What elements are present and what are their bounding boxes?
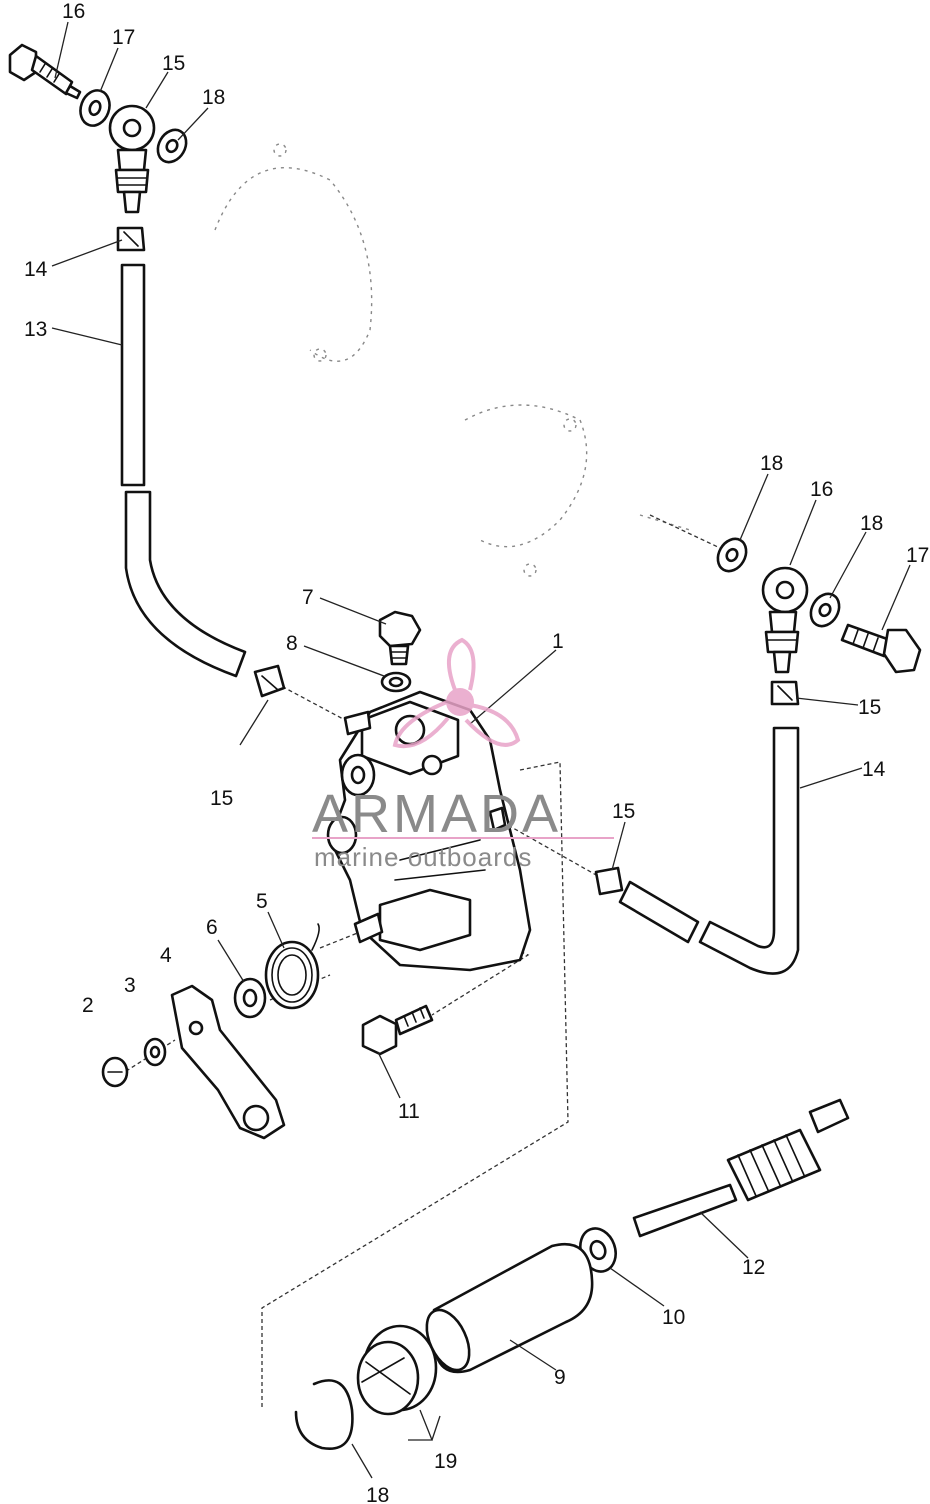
fuel-hose-14b-part xyxy=(618,726,800,975)
banjo-fitting-16b-part xyxy=(761,566,809,674)
callout-10: 9 xyxy=(554,1366,566,1389)
ring-2-part xyxy=(101,1056,129,1088)
washer-6-part xyxy=(233,977,267,1019)
cap-19-part xyxy=(356,1324,438,1416)
callout-15a: 14 xyxy=(24,258,48,281)
callout-11: 10 xyxy=(662,1306,685,1329)
callout-17b: 17 xyxy=(906,544,929,567)
snap-ring-9-part xyxy=(294,1379,354,1451)
banjo-bolt-17b-part xyxy=(840,623,922,674)
propeller-logo-icon xyxy=(392,637,521,749)
hose-clip-15b-part xyxy=(253,664,286,698)
callout-18a: 17 xyxy=(112,26,135,49)
callout-15c: 15 xyxy=(210,787,233,810)
callout-labels: 16 17 15 18 14 13 18 16 18 17 7 8 1 15 1… xyxy=(24,0,929,1504)
clip-3-part xyxy=(143,1037,167,1067)
callout-12: 12 xyxy=(742,1256,765,1279)
right-fuel-line-assembly xyxy=(594,537,922,975)
hose-clip-15d-part xyxy=(594,866,624,896)
callout-9: 18 xyxy=(366,1484,389,1504)
drive-shaft-12-part xyxy=(632,1098,850,1238)
callout-16b: 16 xyxy=(810,478,833,501)
washer-18d-part xyxy=(809,592,841,628)
armada-watermark: ARMADA marine outboards xyxy=(312,637,614,872)
callout-8: 8 xyxy=(286,632,298,655)
callout-19: 19 xyxy=(434,1450,457,1473)
leader-lines xyxy=(51,21,911,1479)
hose-clip-15a-part xyxy=(116,226,146,252)
ghost-engine-outline xyxy=(214,143,691,577)
washer-8-part xyxy=(380,671,412,693)
callout-18b: 18 xyxy=(202,86,225,109)
callout-15d: 15 xyxy=(612,800,635,823)
filter-cylinder-10-part xyxy=(425,1242,594,1374)
callout-14a: 13 xyxy=(24,318,47,341)
callout-2: 2 xyxy=(82,994,94,1017)
spring-5-part xyxy=(264,923,320,1010)
callout-15b: 15 xyxy=(858,696,881,719)
callout-18c: 18 xyxy=(760,452,783,475)
plug-7-part xyxy=(378,610,422,666)
callout-17a: 16 xyxy=(62,0,85,23)
callout-18d: 18 xyxy=(860,512,883,535)
callout-16a: 15 xyxy=(162,52,185,75)
callout-4: 4 xyxy=(160,944,172,967)
watermark-tagline: marine outboards xyxy=(314,842,532,872)
hose-clip-15c-part xyxy=(770,680,800,706)
callout-7: 7 xyxy=(302,586,314,609)
callout-13: 11 xyxy=(398,1100,420,1123)
bolt-13-part xyxy=(361,1004,434,1056)
lever-4-part xyxy=(170,984,286,1140)
callout-6: 6 xyxy=(206,916,218,939)
banjo-bolt-17a-part xyxy=(8,43,82,100)
upper-left-fuel-line-assembly xyxy=(8,43,286,698)
watermark-brand: ARMADA xyxy=(312,784,561,844)
pump-body-1-part xyxy=(326,690,532,972)
callout-3: 3 xyxy=(124,974,136,997)
washer-18c-part xyxy=(716,537,748,573)
callout-14b: 14 xyxy=(862,758,886,781)
banjo-fitting-16a-part xyxy=(108,104,156,214)
callout-1: 1 xyxy=(552,630,564,653)
washer-18a-part xyxy=(79,89,111,127)
callout-5: 5 xyxy=(256,890,268,913)
fuel-hose-14a-part xyxy=(120,263,247,678)
